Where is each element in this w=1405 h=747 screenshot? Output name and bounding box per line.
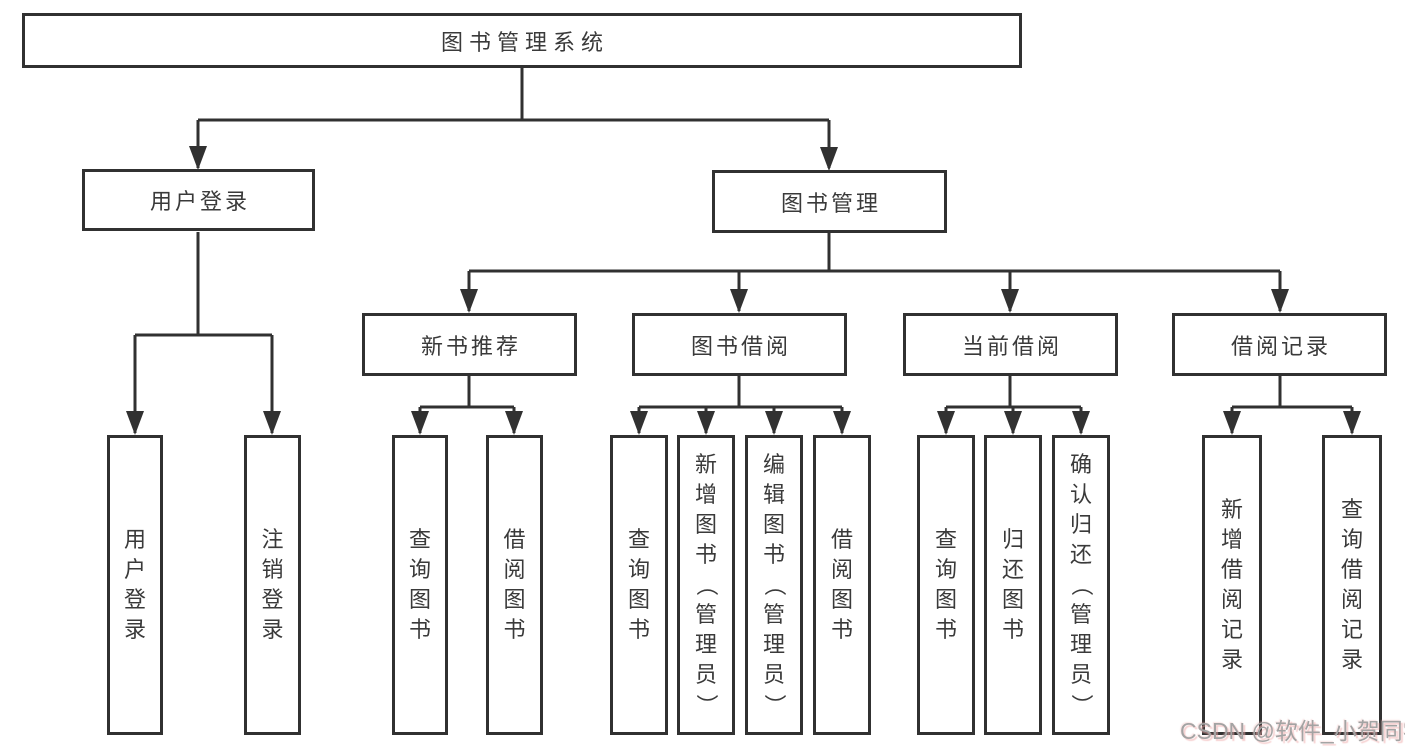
leaf-logout: 注销登录 (244, 435, 301, 735)
node-label: 借阅图书 (830, 527, 853, 642)
node-label: 新书推荐 (420, 333, 521, 359)
node-label: 图书管理 (780, 190, 881, 216)
node-label: 编辑图书（管理员） (761, 452, 787, 717)
node-new-book-recommend: 新书推荐 (362, 313, 577, 376)
node-label: 归还图书 (1001, 527, 1024, 642)
node-current-borrowing: 当前借阅 (903, 313, 1118, 376)
node-book-borrowing: 图书借阅 (632, 313, 847, 376)
node-label: 查询图书 (627, 527, 650, 642)
node-label: 查询图书 (408, 527, 431, 642)
node-label: 查询图书 (934, 527, 957, 642)
leaf-edit-books-admin: 编辑图书（管理员） (745, 435, 803, 735)
leaf-return-books: 归还图书 (984, 435, 1042, 735)
csdn-watermark: CSDN @软件_小贺同学 (1180, 718, 1405, 744)
leaf-user-login: 用户登录 (107, 435, 163, 735)
node-borrowing-records: 借阅记录 (1172, 313, 1387, 376)
node-label: 用户登录 (123, 527, 146, 642)
node-label: 图书管理系统 (440, 29, 609, 55)
leaf-borrow-books-2: 借阅图书 (813, 435, 871, 735)
node-label: 注销登录 (261, 527, 284, 642)
leaf-borrow-books-1: 借阅图书 (486, 435, 543, 735)
node-label: 新增借阅记录 (1220, 497, 1243, 672)
node-label: 借阅图书 (503, 527, 526, 642)
node-user-login: 用户登录 (82, 169, 315, 231)
leaf-add-books-admin: 新增图书（管理员） (677, 435, 735, 735)
leaf-confirm-return-admin: 确认归还（管理员） (1052, 435, 1110, 735)
node-label: 当前借阅 (961, 333, 1062, 359)
leaf-query-borrow-record: 查询借阅记录 (1322, 435, 1382, 735)
node-book-management: 图书管理 (712, 170, 947, 233)
leaf-add-borrow-record: 新增借阅记录 (1202, 435, 1262, 735)
node-label: 借阅记录 (1230, 333, 1331, 359)
leaf-query-books-1: 查询图书 (392, 435, 448, 735)
node-label: 查询借阅记录 (1340, 497, 1363, 672)
leaf-query-books-2: 查询图书 (610, 435, 668, 735)
node-label: 图书借阅 (690, 333, 791, 359)
node-label: 新增图书（管理员） (693, 452, 719, 717)
leaf-query-books-3: 查询图书 (917, 435, 975, 735)
node-label: 用户登录 (149, 189, 250, 214)
node-label: 确认归还（管理员） (1068, 452, 1094, 717)
node-library-management-system: 图书管理系统 (22, 13, 1022, 68)
